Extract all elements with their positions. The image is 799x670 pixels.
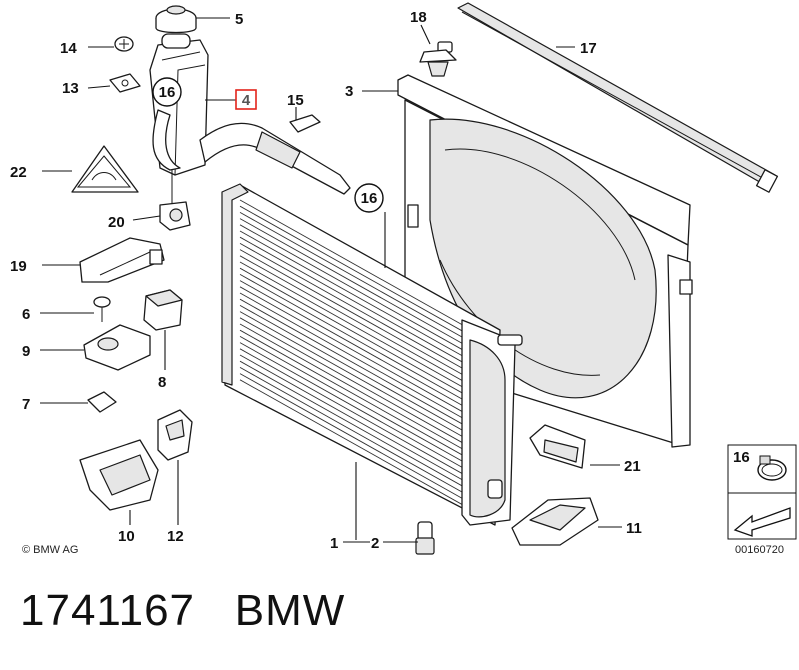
bracket-19[interactable] [79,237,165,283]
callout-11: 11 [626,520,642,537]
callout-13: 13 [62,80,79,97]
coolant-hose[interactable] [199,114,351,195]
callout-3: 3 [345,83,353,100]
callout-15: 15 [287,92,304,109]
drain-plug[interactable] [415,521,435,555]
brand-name: BMW [234,586,346,635]
bolt-14[interactable] [114,36,134,52]
screw-6[interactable] [93,296,111,322]
mount-9[interactable] [83,324,151,371]
bracket-10[interactable] [79,439,159,511]
callout-17: 17 [580,40,597,57]
callout-7: 7 [22,396,30,413]
clip-7[interactable] [87,391,117,413]
callout-5: 5 [235,11,243,28]
svg-text:16: 16 [159,84,176,101]
svg-text:4: 4 [242,92,251,109]
callout-labels: 5 14 13 15 3 18 17 22 20 19 6 9 8 7 10 1… [10,9,642,552]
callout-18: 18 [410,9,427,26]
svg-text:16: 16 [361,190,378,207]
bracket-11[interactable] [511,497,599,546]
rubber-mount-8[interactable] [143,289,183,331]
callout-16-circle-a: 16 [152,77,182,107]
callout-9: 9 [22,343,30,360]
legend-hose-clamp: 16 [727,444,797,494]
callout-22: 22 [10,164,27,181]
callout-2: 2 [371,535,379,552]
footer-part-line: 1741167 BMW [20,586,345,636]
leader-lines [40,17,622,543]
tank-cap[interactable] [155,5,197,34]
callout-21: 21 [624,458,641,475]
part-number: 1741167 [20,586,196,635]
expanding-rivet[interactable] [419,41,457,77]
callout-12: 12 [167,528,184,545]
copyright-text: © BMW AG [22,544,78,556]
callout-8: 8 [158,374,166,391]
callout-14: 14 [60,40,77,57]
callout-4-highlight[interactable]: 4 [235,89,257,110]
expansion-tank[interactable] [149,33,209,176]
radiator[interactable] [221,183,523,526]
callout-16-circle-b: 16 [354,183,384,213]
callout-19: 19 [10,258,27,275]
legend-arrow-box [727,492,797,540]
callout-6: 6 [22,306,30,323]
bracket-21[interactable] [529,424,586,469]
callout-20: 20 [108,214,125,231]
callout-16-legend: 16 [733,449,750,466]
holder-20[interactable] [159,170,191,231]
rubber-strip[interactable] [457,2,779,193]
bracket-13[interactable] [109,73,141,93]
callout-10: 10 [118,528,135,545]
warning-label[interactable] [71,145,139,193]
rubber-mount-12[interactable] [157,409,193,461]
reference-code: 00160720 [735,544,784,556]
callout-1: 1 [330,535,338,552]
